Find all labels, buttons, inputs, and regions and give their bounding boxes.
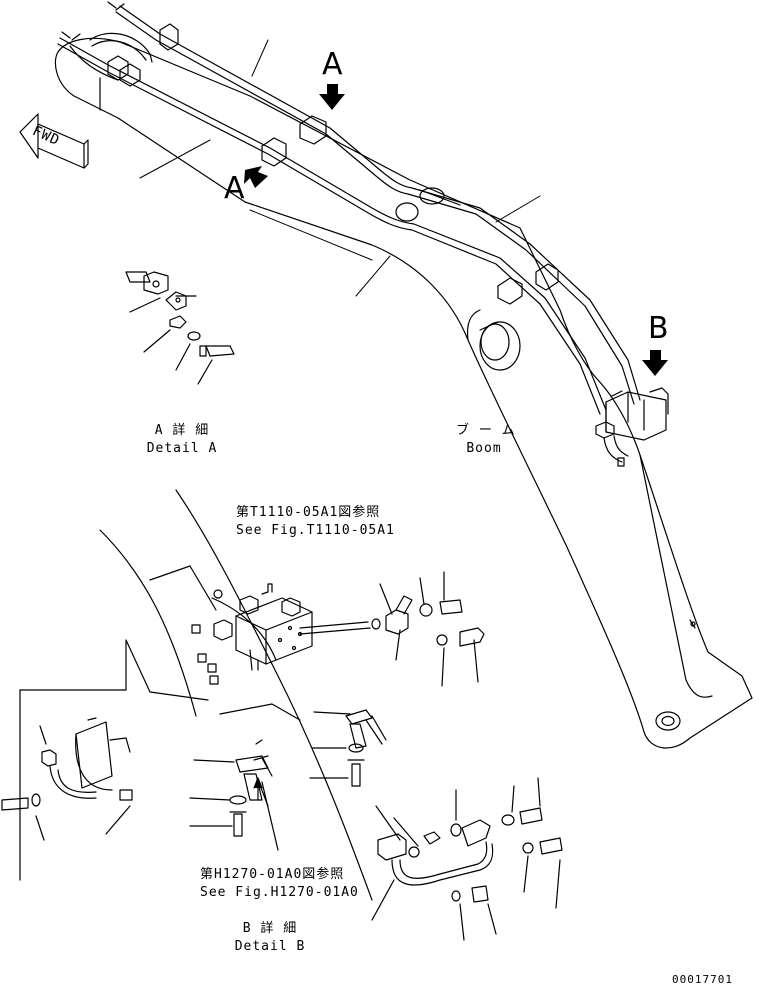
detail-a-title-jp: A 詳 細 xyxy=(154,423,210,438)
valve-cluster-b xyxy=(595,387,669,467)
leader-lines-upper xyxy=(139,39,541,297)
ref-t1110-jp: 第T1110-05A1図参照 xyxy=(236,505,381,520)
view-b-label: B xyxy=(648,311,669,346)
detail-b-title-en: Detail B xyxy=(234,939,306,954)
detail-b-drawing xyxy=(1,489,563,941)
pipe-clamps xyxy=(61,1,559,305)
detail-a-title-en: Detail A xyxy=(146,441,218,456)
boom-label-en: Boom xyxy=(466,441,502,456)
detail-a-parts xyxy=(125,271,235,385)
view-a-left-label: A xyxy=(224,171,245,206)
ref-h1270-jp: 第H1270-01A0図参照 xyxy=(200,867,345,882)
pipes-upper xyxy=(57,5,641,415)
ref-h1270-en: See Fig.H1270-01A0 xyxy=(200,885,359,900)
ref-t1110-en: See Fig.T1110-05A1 xyxy=(236,523,395,538)
view-a-label: A xyxy=(322,47,343,82)
detail-b-title-jp: B 詳 細 xyxy=(242,921,298,936)
fwd-arrow-icon xyxy=(19,113,89,169)
boom-label-jp: ブ ー ム xyxy=(456,423,516,438)
drawing-number: 00017701 xyxy=(672,973,733,986)
view-arrows xyxy=(244,84,668,376)
boom-outline xyxy=(54,37,753,749)
